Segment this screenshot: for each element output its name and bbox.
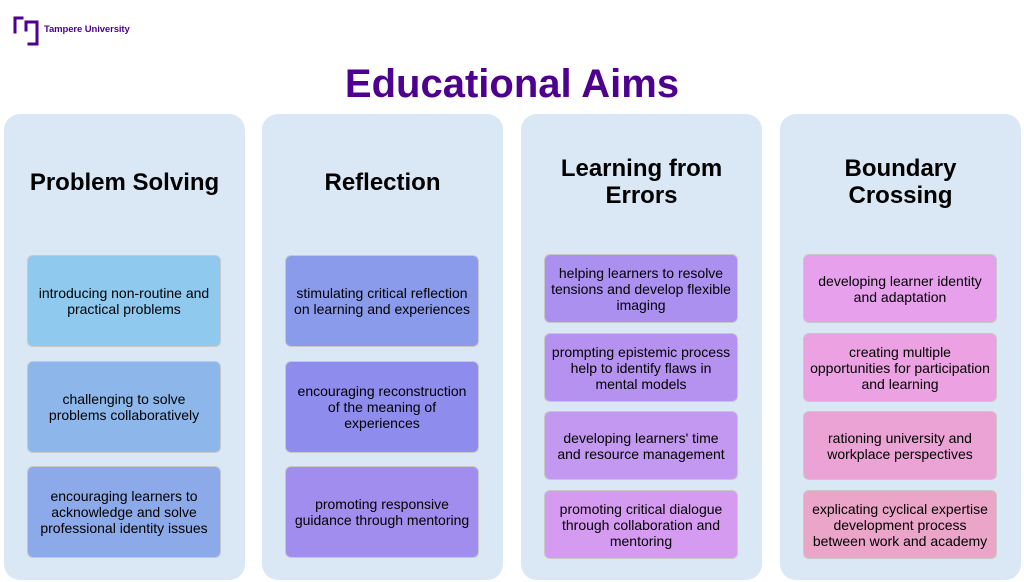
aim-box: promoting critical dialogue through coll… <box>544 490 738 559</box>
aim-box: encouraging reconstruction of the meanin… <box>285 361 479 453</box>
aim-box: promoting responsive guidance through me… <box>285 466 479 558</box>
column-heading: Learning from Errors <box>560 155 723 209</box>
logo-text: Tampere University <box>44 23 130 35</box>
aim-box: stimulating critical reflection on learn… <box>285 255 479 347</box>
aim-box: introducing non-routine and practical pr… <box>27 255 221 347</box>
column-heading: Boundary Crossing <box>844 155 957 209</box>
column-heading: Problem Solving <box>29 168 220 196</box>
column-reflection: Reflection stimulating critical reflecti… <box>262 114 503 580</box>
aim-box: developing learners' time and resource m… <box>544 411 738 480</box>
aim-box: explicating cyclical expertise developme… <box>803 490 997 559</box>
column-problem-solving: Problem Solving introducing non-routine … <box>4 114 245 580</box>
aim-box: prompting epistemic process help to iden… <box>544 333 738 402</box>
column-boundary-crossing: Boundary Crossing developing learner ide… <box>780 114 1021 580</box>
aim-box: developing learner identity and adaptati… <box>803 254 997 323</box>
aim-box: creating multiple opportunities for part… <box>803 333 997 402</box>
column-heading: Reflection <box>324 168 441 196</box>
page-title: Educational Aims <box>344 62 680 106</box>
tampere-logo-icon <box>13 16 39 46</box>
aim-box: challenging to solve problems collaborat… <box>27 361 221 453</box>
aim-box: rationing university and workplace persp… <box>803 411 997 480</box>
tampere-university-logo: Tampere University <box>12 12 130 46</box>
aim-box: encouraging learners to acknowledge and … <box>27 466 221 558</box>
column-learning-from-errors: Learning from Errors helping learners to… <box>521 114 762 580</box>
aim-box: helping learners to resolve tensions and… <box>544 254 738 323</box>
